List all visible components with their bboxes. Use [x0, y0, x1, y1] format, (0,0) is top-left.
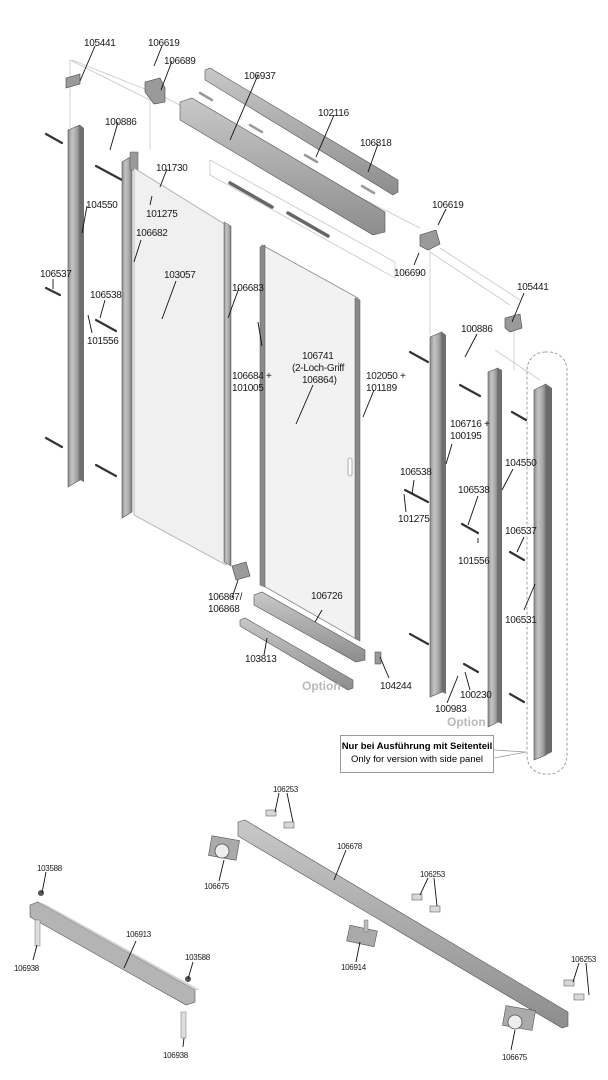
part-label-100230: 100230: [460, 690, 492, 701]
guide-106867: [231, 561, 251, 581]
part-label-101005: 101005: [232, 383, 264, 394]
leader-lines: [32, 45, 590, 1051]
part-label-106678: 106678: [337, 842, 362, 851]
part-label-106741: 106741: [302, 351, 334, 362]
side-panel-profile-106531: [533, 383, 552, 761]
part-label-101275-right: 101275: [398, 514, 430, 525]
part-label-2-loch-griff: (2-Loch-Griff: [292, 363, 345, 374]
part-label-101730: 101730: [156, 163, 188, 174]
part-label-106682: 106682: [136, 228, 168, 239]
part-label-100886-left: 100886: [105, 117, 137, 128]
part-label-101556-right: 101556: [458, 556, 490, 567]
part-label-106675-right: 106675: [502, 1053, 527, 1062]
profile-106683: [223, 221, 232, 567]
side-panel-dashed-outline: [526, 351, 568, 775]
part-label-106690: 106690: [394, 268, 426, 279]
part-label-106538-left: 106538: [90, 290, 122, 301]
roller-106675: [208, 835, 536, 1031]
part-label-106253-c: 106253: [571, 955, 596, 964]
top-rail-106818: [204, 67, 399, 196]
part-label-106531: 106531: [505, 615, 537, 626]
part-label-100886-right: 100886: [461, 324, 493, 335]
part-label-103813: 103813: [245, 654, 277, 665]
part-label-106253-b: 106253: [420, 870, 445, 879]
part-label-101556-left: 101556: [87, 336, 119, 347]
callout-line-german: Nur bei Ausführung mit Seitenteil: [341, 741, 493, 752]
part-label-103057: 103057: [164, 270, 196, 281]
callout-line-english: Only for version with side panel: [350, 754, 483, 765]
part-label-102050: 102050 +: [366, 371, 406, 382]
screws-106253: [265, 809, 585, 1001]
part-label-104550-left: 104550: [86, 200, 118, 211]
part-104244: [374, 651, 382, 665]
bottom-profile-106726: [253, 591, 366, 663]
brackets: [65, 73, 523, 333]
part-label-106683: 106683: [232, 283, 264, 294]
part-label-106716: 106716 +: [450, 419, 490, 430]
part-label-103588-right: 103588: [185, 953, 210, 962]
option-label-bottom-profile: Option: [302, 679, 341, 693]
screws-left: [44, 132, 124, 478]
part-label-106867: 106867/: [208, 592, 243, 603]
part-label-101275-left: 101275: [146, 209, 178, 220]
part-label-106914: 106914: [341, 963, 366, 972]
fixed-panel-profile-106682: [121, 151, 139, 519]
part-label-106937: 106937: [244, 71, 276, 82]
part-label-104550-right: 104550: [505, 458, 537, 469]
part-label-102116: 102116: [318, 108, 349, 119]
part-label-100983: 100983: [435, 704, 467, 715]
option-label-right-profile: Option: [447, 715, 486, 729]
door-rollers: [228, 181, 330, 238]
part-label-106538-r1: 106538: [400, 467, 432, 478]
rail-pins-102116: [198, 91, 376, 195]
part-label-106684: 106684 +: [232, 371, 272, 382]
part-label-101189: 101189: [366, 383, 397, 394]
part-label-106253-a: 106253: [273, 785, 298, 794]
part-label-104244: 104244: [380, 681, 412, 692]
part-label-106619-left: 106619: [148, 38, 180, 49]
part-label-106537-left: 106537: [40, 269, 72, 280]
part-label-106537-right: 106537: [505, 526, 537, 537]
right-wall-profile-106716: [429, 331, 446, 698]
part-label-106675-left: 106675: [204, 882, 229, 891]
bracket-106914: [346, 919, 378, 948]
part-label-106726: 106726: [311, 591, 343, 602]
part-label-106619-right: 106619: [432, 200, 464, 211]
glass-panel-103057: [133, 167, 227, 566]
callout-pointer: [493, 749, 527, 759]
wall-profile-left-104550: [67, 124, 84, 488]
sliding-door-106741: [259, 244, 361, 642]
screws-right: [403, 350, 528, 704]
soft-close-106913: [29, 890, 200, 1039]
part-label-106913: 106913: [126, 930, 151, 939]
bottom-profile-103813: [239, 617, 354, 691]
part-label-106818: 106818: [360, 138, 392, 149]
part-label-106689: 106689: [164, 56, 196, 67]
top-rail-106937: [179, 97, 386, 236]
part-label-106864: 106864): [302, 375, 337, 386]
part-label-105441-left: 105441: [84, 38, 116, 49]
part-label-106938-left: 106938: [14, 964, 39, 973]
part-label-105441-right: 105441: [517, 282, 549, 293]
part-label-103588-top: 103588: [37, 864, 62, 873]
part-label-100195: 100195: [450, 431, 482, 442]
part-label-106538-r2: 106538: [458, 485, 490, 496]
part-label-106868: 106868: [208, 604, 240, 615]
carrier-rail-106678: [237, 819, 569, 1029]
right-profile-104550: [487, 367, 502, 728]
part-label-106938-bottom: 106938: [163, 1051, 188, 1060]
side-panel-callout: Nur bei Ausführung mit Seitenteil Only f…: [340, 735, 494, 773]
